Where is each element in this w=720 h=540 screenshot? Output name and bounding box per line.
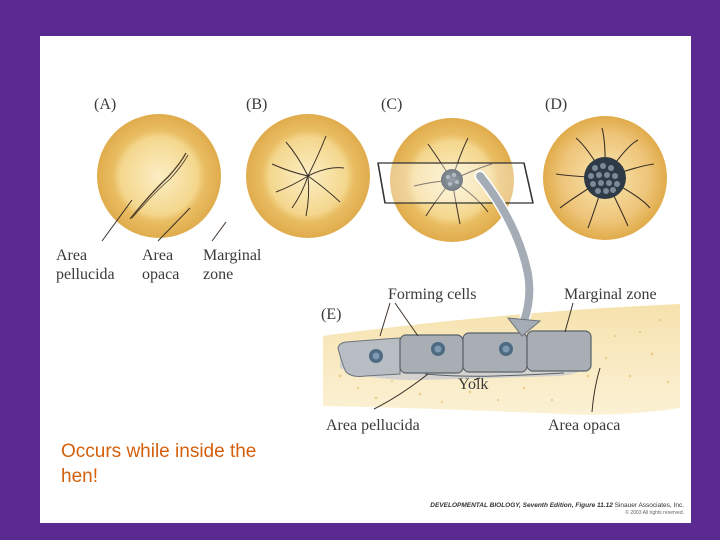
blastoderm-disc-a [97,114,221,238]
label-area-opaca-e: Area opaca [548,417,620,434]
slide: (A) (B) (C) (D) (E) [40,36,691,523]
blastoderm-disc-b [246,114,370,238]
credit-publisher: Sinauer Associates, Inc. [614,502,684,509]
label-marginal-zone-2: zone [203,266,233,283]
label-yolk: Yolk [458,376,488,393]
label-forming-cells: Forming cells [388,286,476,303]
panel-label-d: (D) [545,96,567,113]
label-marginal-zone-1: Marginal [203,247,262,264]
blastoderm-disc-c [390,118,514,242]
label-marginal-zone-e: Marginal zone [564,286,657,303]
embryo-figure: (A) (B) (C) (D) (E) [56,96,680,434]
label-area-opaca-1: Area [142,247,173,264]
caption-text: Occurs while inside the hen! [61,441,257,487]
panel-label-b: (B) [246,96,267,113]
leader-lines-a [101,199,227,242]
section-arrow [474,170,542,337]
label-area-pellucida-e: Area pellucida [326,417,420,434]
figure-credit: DEVELOPMENTAL BIOLOGY, Seventh Edition, … [424,502,684,510]
label-area-opaca-2: opaca [142,266,179,283]
label-area-pellucida-2: pellucida [56,266,115,283]
panel-label-c: (C) [381,96,402,113]
blastoderm-disc-d [543,116,667,240]
cross-section-e [323,304,680,415]
section-plane [377,162,534,204]
credit-copyright: © 2003 All rights reserved. [625,510,684,516]
label-area-pellucida-1: Area [56,247,87,264]
panel-label-a: (A) [94,96,116,113]
leader-lines-e [373,302,601,413]
credit-title: DEVELOPMENTAL BIOLOGY, Seventh Edition, … [430,502,613,509]
panel-label-e: (E) [321,306,341,323]
